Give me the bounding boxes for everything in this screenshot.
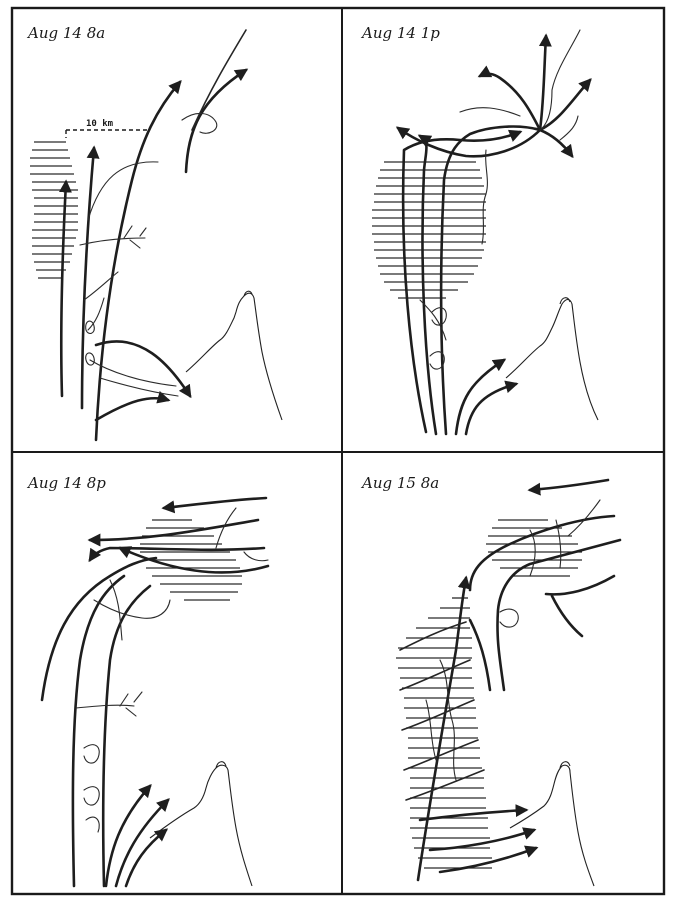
panel-1-trajectory-arrow-4: [96, 398, 168, 420]
panel-2-trajectory-arrow-6: [540, 36, 546, 130]
panel-3-trajectory-band-1: [42, 558, 156, 700]
panel-3-trajectory-arrow-3: [90, 548, 264, 560]
panel-3-trajectory-arrow-7: [126, 830, 166, 886]
panel-3-trajectory-arrow-6: [116, 800, 168, 886]
panel-2-trace-1: [460, 108, 520, 116]
panel-2-trajectory-arrow-7: [540, 80, 590, 130]
panel-4-title: Aug 15 8a: [360, 474, 439, 492]
panel-1: Aug 14 8a 10 km: [26, 24, 282, 440]
panel-4-trajectory-arrow-1: [530, 480, 608, 490]
panel-4-trajectory-band-1: [470, 516, 614, 590]
panel-2-coastline: [506, 300, 598, 421]
panel-4-coastline: [510, 765, 594, 886]
panel-1-trace-1: [88, 162, 158, 220]
panel-2-trajectory-arrow-8: [456, 360, 504, 434]
panel-4-trajectory-band-5: [470, 620, 490, 690]
panel-3-trajectory-arrow-2: [90, 520, 258, 540]
panel-1-trajectory-arrow-5: [96, 341, 190, 396]
panel-4-trajectory-band-4: [552, 596, 582, 636]
panel-3-trajectory-band-3: [103, 586, 150, 886]
panel-1-trajectory-arrow-2: [82, 148, 94, 408]
panel-4: Aug 15 8a: [360, 474, 620, 886]
panel-2-trajectory-arrow-2: [420, 136, 436, 434]
panel-1-hatched-region: [30, 142, 78, 278]
panel-1-scale-bar: [66, 130, 150, 138]
panel-3-coastline: [150, 765, 252, 886]
panel-4-trajectory-band-3: [546, 576, 614, 594]
panel-2-trajectory-arrow-5: [480, 74, 540, 130]
panel-1-trajectory-arrow-3: [96, 82, 180, 440]
panel-1-coastline: [186, 293, 282, 420]
panel-2: Aug 14 1p: [360, 24, 598, 434]
panel-2-hatched-region: [372, 162, 486, 298]
panel-2-trajectory-arrow-9: [466, 384, 516, 434]
panel-2-title: Aug 14 1p: [360, 24, 440, 42]
panel-4-trajectory-arrow-4: [430, 830, 534, 850]
panel-4-trajectory-band-2: [497, 540, 620, 690]
panel-3-trajectory-arrow-1: [164, 498, 266, 508]
panel-4-trajectory-arrow-2: [418, 578, 466, 880]
panel-3-title: Aug 14 8p: [26, 474, 106, 492]
panel-1-title: Aug 14 8a: [26, 24, 105, 42]
panel-3-trajectory-arrow-5: [106, 786, 150, 886]
panel-3: Aug 14 8p: [26, 474, 268, 886]
panel-1-scale-label: 10 km: [86, 119, 114, 129]
